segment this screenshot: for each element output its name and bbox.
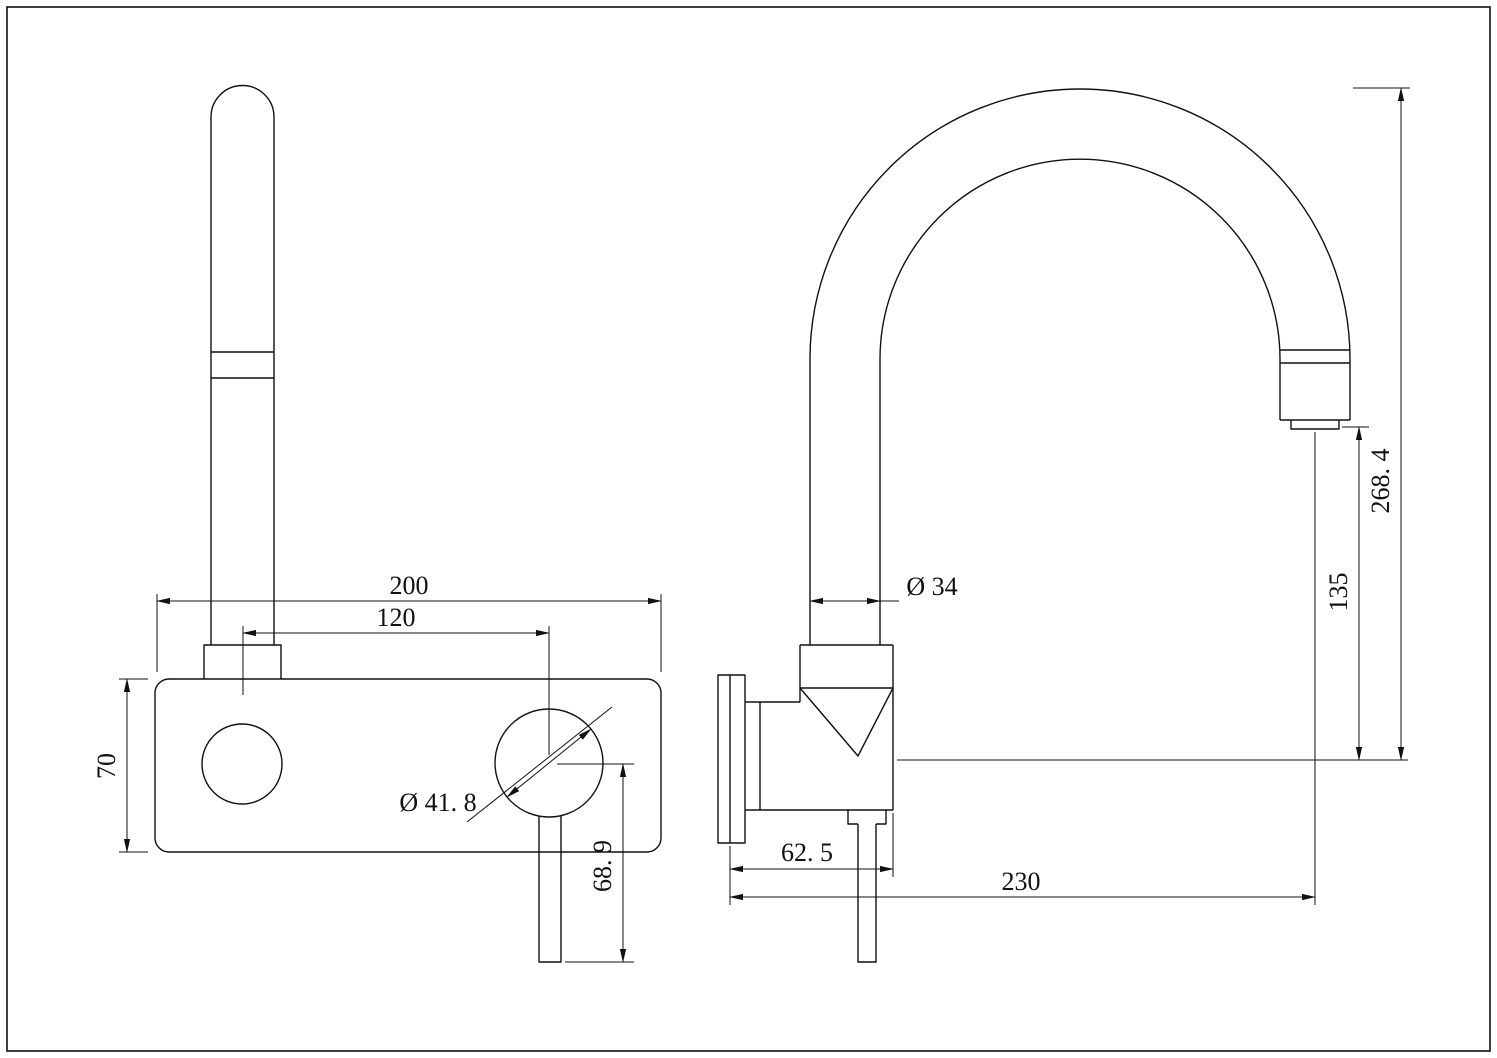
handle-lever-front (538, 816, 562, 963)
mounting-plate (154, 678, 662, 853)
dim-hole-spacing: 120 (242, 603, 550, 755)
dim-overall-height: 268. 4 (1353, 87, 1410, 761)
dim-plate-height-label: 70 (92, 753, 121, 779)
dim-spout-reach-label: 230 (1002, 867, 1041, 896)
dim-spout-diameter-label: Ø 34 (906, 572, 957, 601)
dim-spout-diameter: Ø 34 (809, 572, 958, 605)
valve-body (745, 644, 894, 811)
dim-handle-flange-diameter: Ø 41. 8 (399, 706, 613, 823)
dim-handle-length: 68. 9 (557, 763, 634, 963)
spout-pipe-front (210, 84, 275, 645)
dim-overall-height-label: 268. 4 (1366, 449, 1395, 514)
dim-handle-length-label: 68. 9 (588, 840, 617, 892)
dim-plate-width: 200 (156, 571, 662, 672)
side-view: Ø 34 268. 4 135 62. 5 230 (717, 87, 1410, 963)
dim-hole-spacing-label: 120 (377, 603, 416, 632)
front-view: 200 120 70 Ø 41. 8 68. 9 (92, 84, 662, 963)
dim-wall-offset: 62. 5 (729, 813, 894, 905)
dim-spout-reach: 230 (729, 432, 1316, 905)
dim-plate-width-label: 200 (390, 571, 429, 600)
handle-lever-side (847, 810, 887, 963)
dim-outlet-height-label: 135 (1324, 573, 1353, 612)
dim-wall-offset-label: 62. 5 (781, 838, 833, 867)
dim-outlet-height: 135 (1324, 426, 1369, 761)
spout-connection-circle (201, 723, 283, 805)
wall-flange (717, 674, 746, 844)
dim-plate-height: 70 (92, 678, 148, 853)
gooseneck-spout (809, 88, 1351, 645)
dim-handle-flange-diameter-label: Ø 41. 8 (399, 788, 476, 817)
spout-outlet-end (1280, 419, 1350, 430)
sheet-border (6, 6, 1491, 1052)
